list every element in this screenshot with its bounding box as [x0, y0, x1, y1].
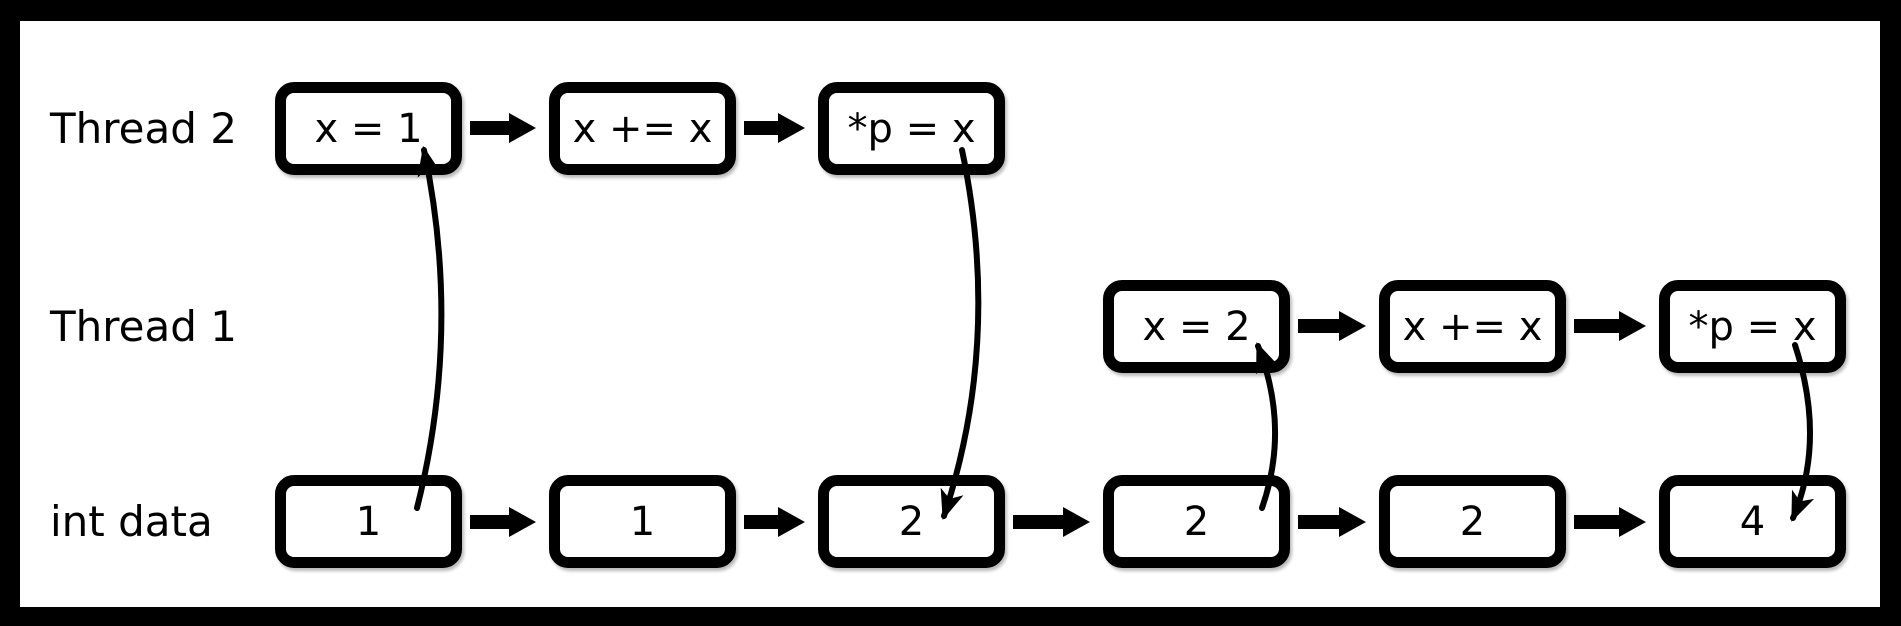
data-box-4: 2	[1103, 475, 1290, 568]
row-label-int-data: int data	[50, 497, 213, 546]
thread2-box-3: *p = x	[818, 82, 1005, 175]
thread2-box-2: x += x	[549, 82, 736, 175]
thread1-box-1: x = 2	[1103, 280, 1290, 373]
data-box-5: 2	[1379, 475, 1566, 568]
thread1-box-2: x += x	[1379, 280, 1566, 373]
data-box-2: 1	[549, 475, 736, 568]
data-box-6: 4	[1659, 475, 1846, 568]
thread2-box-1: x = 1	[275, 82, 462, 175]
data-box-1: 1	[275, 475, 462, 568]
data-box-3: 2	[818, 475, 1005, 568]
row-label-thread1: Thread 1	[50, 302, 237, 351]
row-label-thread2: Thread 2	[50, 104, 237, 153]
thread1-box-3: *p = x	[1659, 280, 1846, 373]
